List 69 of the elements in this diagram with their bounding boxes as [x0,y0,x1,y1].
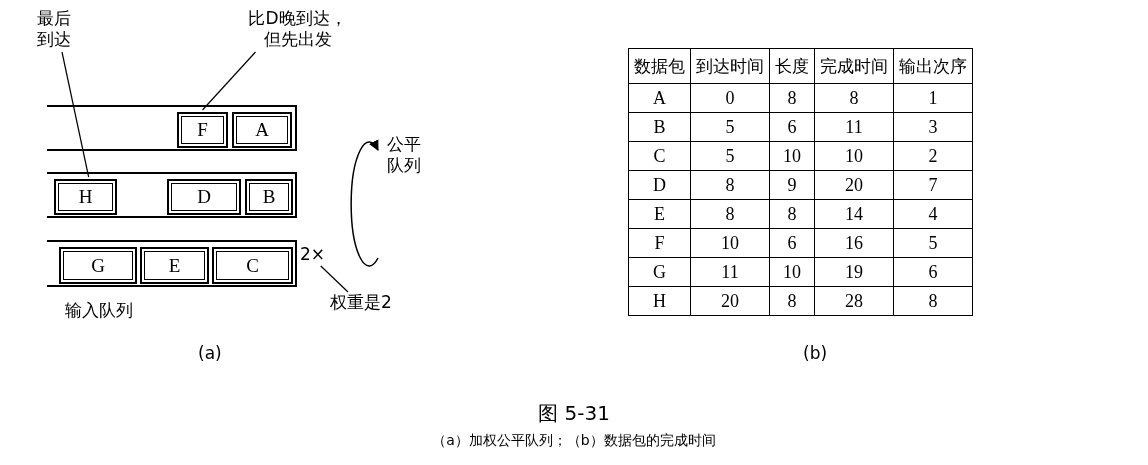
column-header: 到达时间 [690,48,770,84]
table-cell: 19 [814,257,894,287]
queue-band [47,240,297,287]
table-cell: A [628,83,691,113]
annotation: 输入队列 [65,300,133,321]
annotation: 权重是2 [330,292,402,314]
table-cell: 10 [690,228,770,258]
column-header: 完成时间 [814,48,894,84]
figure-caption: （a）加权公平队列；（b）数据包的完成时间 [432,432,716,450]
queue-band [47,105,297,151]
table-cell: 2 [893,141,973,171]
table-cell: 8 [769,199,815,229]
table-cell: 6 [769,228,815,258]
table-cell: C [628,141,691,171]
queue-band [47,172,297,218]
table-cell: B [628,112,691,142]
packet-box: E [140,247,209,284]
packet-box: G [59,247,137,284]
table-cell: 5 [893,228,973,258]
table-cell: 5 [690,141,770,171]
annotation: 比D晚到达，但先出发 [245,8,350,52]
table-cell: 3 [893,112,973,142]
table-cell: 16 [814,228,894,258]
table-cell: 10 [814,141,894,171]
table-cell: 10 [769,257,815,287]
table-cell: 8 [769,286,815,316]
table-cell: 8 [769,83,815,113]
table-cell: D [628,170,691,200]
column-header: 数据包 [628,48,691,84]
table-cell: 6 [769,112,815,142]
packet-box: A [232,112,292,148]
leader-line [201,51,257,111]
table-cell: F [628,228,691,258]
table-cell: 11 [814,112,894,142]
table-cell: 9 [769,170,815,200]
packet-box: B [245,179,293,215]
figure-title: 图 5-31 [538,400,610,427]
leader-line [61,51,90,178]
packet-box: H [54,179,117,215]
table-cell: 1 [893,83,973,113]
table-cell: 14 [814,199,894,229]
table-cell: 20 [690,286,770,316]
column-header: 输出次序 [893,48,973,84]
annotation: 最后到达 [37,8,87,52]
panel-label: (b) [803,343,828,364]
annotation: 公平队列 [387,134,422,176]
table-cell: 0 [690,83,770,113]
table-cell: 8 [814,83,894,113]
table-cell: 7 [893,170,973,200]
table-cell: 6 [893,257,973,287]
table-cell: 28 [814,286,894,316]
table-cell: 11 [690,257,770,287]
packet-box: D [167,179,241,215]
table-cell: 8 [690,170,770,200]
packet-box: C [212,247,293,284]
table-cell: 5 [690,112,770,142]
panel-label: (a) [198,343,222,364]
column-header: 长度 [769,48,815,84]
table-cell: E [628,199,691,229]
table-cell: H [628,286,691,316]
table-cell: 10 [769,141,815,171]
table-cell: 8 [893,286,973,316]
table-cell: 8 [690,199,770,229]
table-cell: G [628,257,691,287]
table-cell: 4 [893,199,973,229]
leader-line [320,265,349,293]
table-cell: 20 [814,170,894,200]
annotation: 2× [300,244,326,266]
packet-box: F [177,112,228,148]
